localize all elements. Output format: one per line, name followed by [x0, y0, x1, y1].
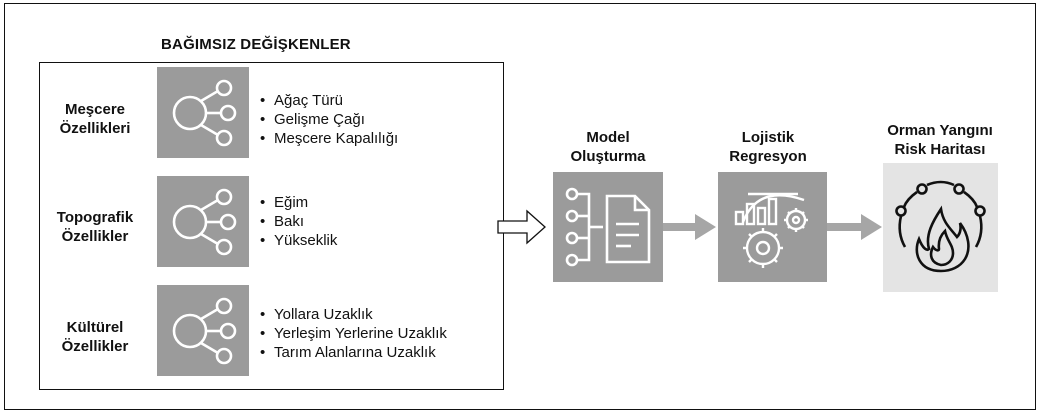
attribute-item: Eğim [258, 193, 337, 212]
arrow-right-icon [827, 212, 883, 242]
attribute-list: Ağaç Türü Gelişme Çağı Meşcere Kapalılığ… [258, 91, 398, 148]
group-label-line2: Özellikler [61, 228, 129, 245]
chart-gears-icon [718, 172, 827, 282]
network-node-icon [157, 67, 249, 158]
attribute-item: Gelişme Çağı [258, 110, 398, 129]
attribute-item: Yükseklik [258, 231, 337, 250]
step-title-line2: Oluşturma [570, 148, 646, 165]
arrow-right-icon [663, 212, 717, 242]
group-stand-features: Meşcere Özellikleri Ağaç Türü Gelişme Ça… [40, 66, 503, 166]
independent-variables-box: Meşcere Özellikleri Ağaç Türü Gelişme Ça… [39, 62, 504, 390]
attribute-item: Tarım Alanlarına Uzaklık [258, 343, 447, 362]
attribute-item: Bakı [258, 212, 337, 231]
step-title-regression: Lojistik Regresyon [718, 128, 818, 166]
attribute-list: Eğim Bakı Yükseklik [258, 193, 337, 250]
group-label-line2: Özellikleri [59, 120, 131, 137]
step-title-line1: Orman Yangını [887, 122, 993, 139]
network-node-icon [157, 176, 249, 267]
attribute-item: Ağaç Türü [258, 91, 398, 110]
group-label: Kültürel Özellikler [40, 318, 150, 356]
group-topographic-features: Topografik Özellikler Eğim Bakı Yüksekli… [40, 176, 503, 276]
step-title-line1: Model [586, 129, 630, 146]
group-label-line1: Meşcere [64, 101, 126, 118]
step-title-line2: Risk Haritası [894, 141, 986, 158]
attribute-item: Yerleşim Yerlerine Uzaklık [258, 324, 447, 343]
group-label-line2: Özellikler [61, 338, 129, 355]
step-title-line1: Lojistik [741, 129, 795, 146]
fire-cycle-icon [883, 163, 998, 292]
step-title-model: Model Oluşturma [553, 128, 663, 166]
group-label: Meşcere Özellikleri [40, 100, 150, 138]
hollow-arrow-icon [497, 209, 547, 245]
step-title-line2: Regresyon [729, 148, 807, 165]
independent-variables-title: BAĞIMSIZ DEĞİŞKENLER [161, 36, 351, 53]
diagram-frame [4, 3, 1036, 410]
step-title-risk-map: Orman Yangını Risk Haritası [880, 121, 1000, 159]
data-document-icon [553, 172, 663, 282]
group-cultural-features: Kültürel Özellikler Yollara Uzaklık Yerl… [40, 285, 503, 385]
group-label: Topografik Özellikler [40, 208, 150, 246]
group-label-line1: Kültürel [66, 319, 124, 336]
network-node-icon [157, 285, 249, 376]
attribute-item: Meşcere Kapalılığı [258, 129, 398, 148]
group-label-line1: Topografik [56, 209, 134, 226]
attribute-item: Yollara Uzaklık [258, 305, 447, 324]
attribute-list: Yollara Uzaklık Yerleşim Yerlerine Uzakl… [258, 305, 447, 362]
